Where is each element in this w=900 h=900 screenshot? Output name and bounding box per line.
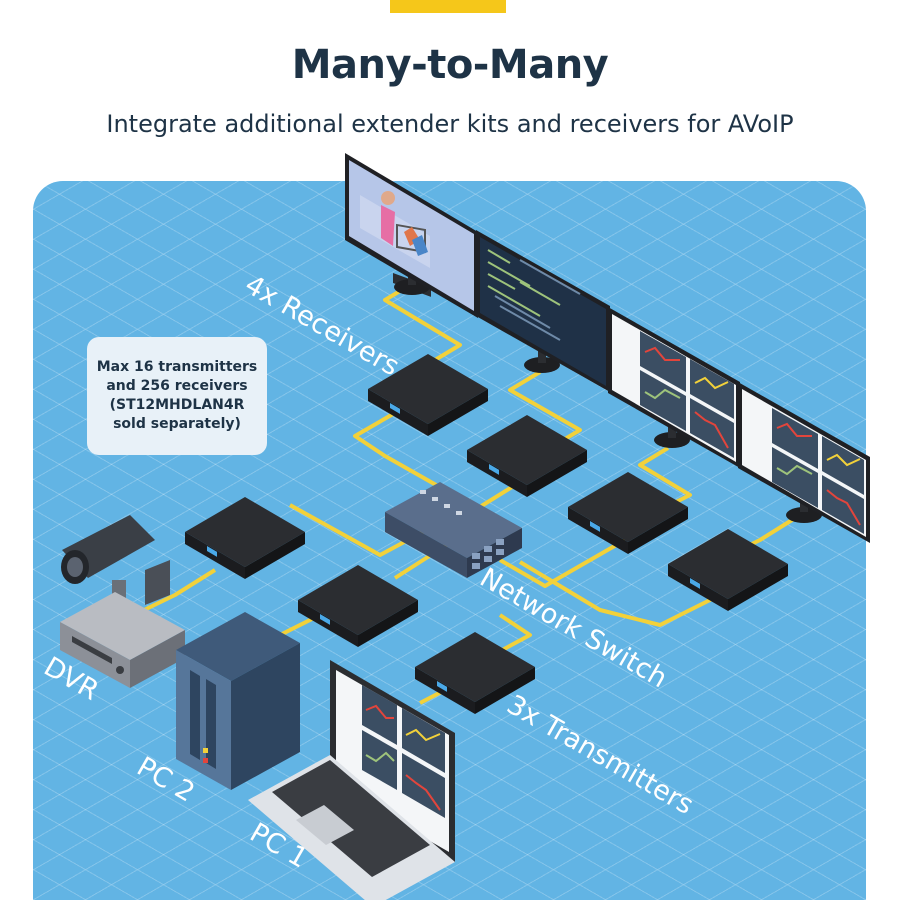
network-switch — [385, 482, 522, 578]
info-note-text: Max 16 transmitters and 256 receivers (S… — [96, 359, 258, 432]
monitor-3 — [608, 307, 740, 468]
monitor-1 — [345, 153, 478, 318]
pc1-laptop — [248, 660, 455, 900]
cable-receiver-1 — [353, 408, 446, 492]
cable-receiver-3 — [498, 538, 626, 588]
security-camera — [61, 515, 170, 610]
monitor-4 — [738, 382, 870, 543]
transmitter-2 — [298, 565, 418, 647]
pc2-tower — [176, 612, 300, 790]
cable-monitor-1 — [383, 283, 462, 362]
cable-receiver-4 — [518, 560, 721, 627]
info-note-box: Max 16 transmitters and 256 receivers (S… — [87, 337, 267, 455]
cable-monitor-2 — [508, 370, 582, 447]
accent-bar — [390, 0, 506, 13]
page-subtitle: Integrate additional extender kits and r… — [106, 110, 794, 138]
receiver-4 — [668, 529, 788, 611]
transmitter-1 — [185, 497, 305, 579]
label-transmitters: 3x Transmitters — [502, 689, 699, 821]
dvr-device — [60, 592, 185, 688]
cable-dvr — [139, 568, 217, 614]
monitor-2 — [476, 230, 610, 392]
receiver-2 — [467, 415, 587, 497]
page-title: Many-to-Many — [291, 42, 609, 88]
